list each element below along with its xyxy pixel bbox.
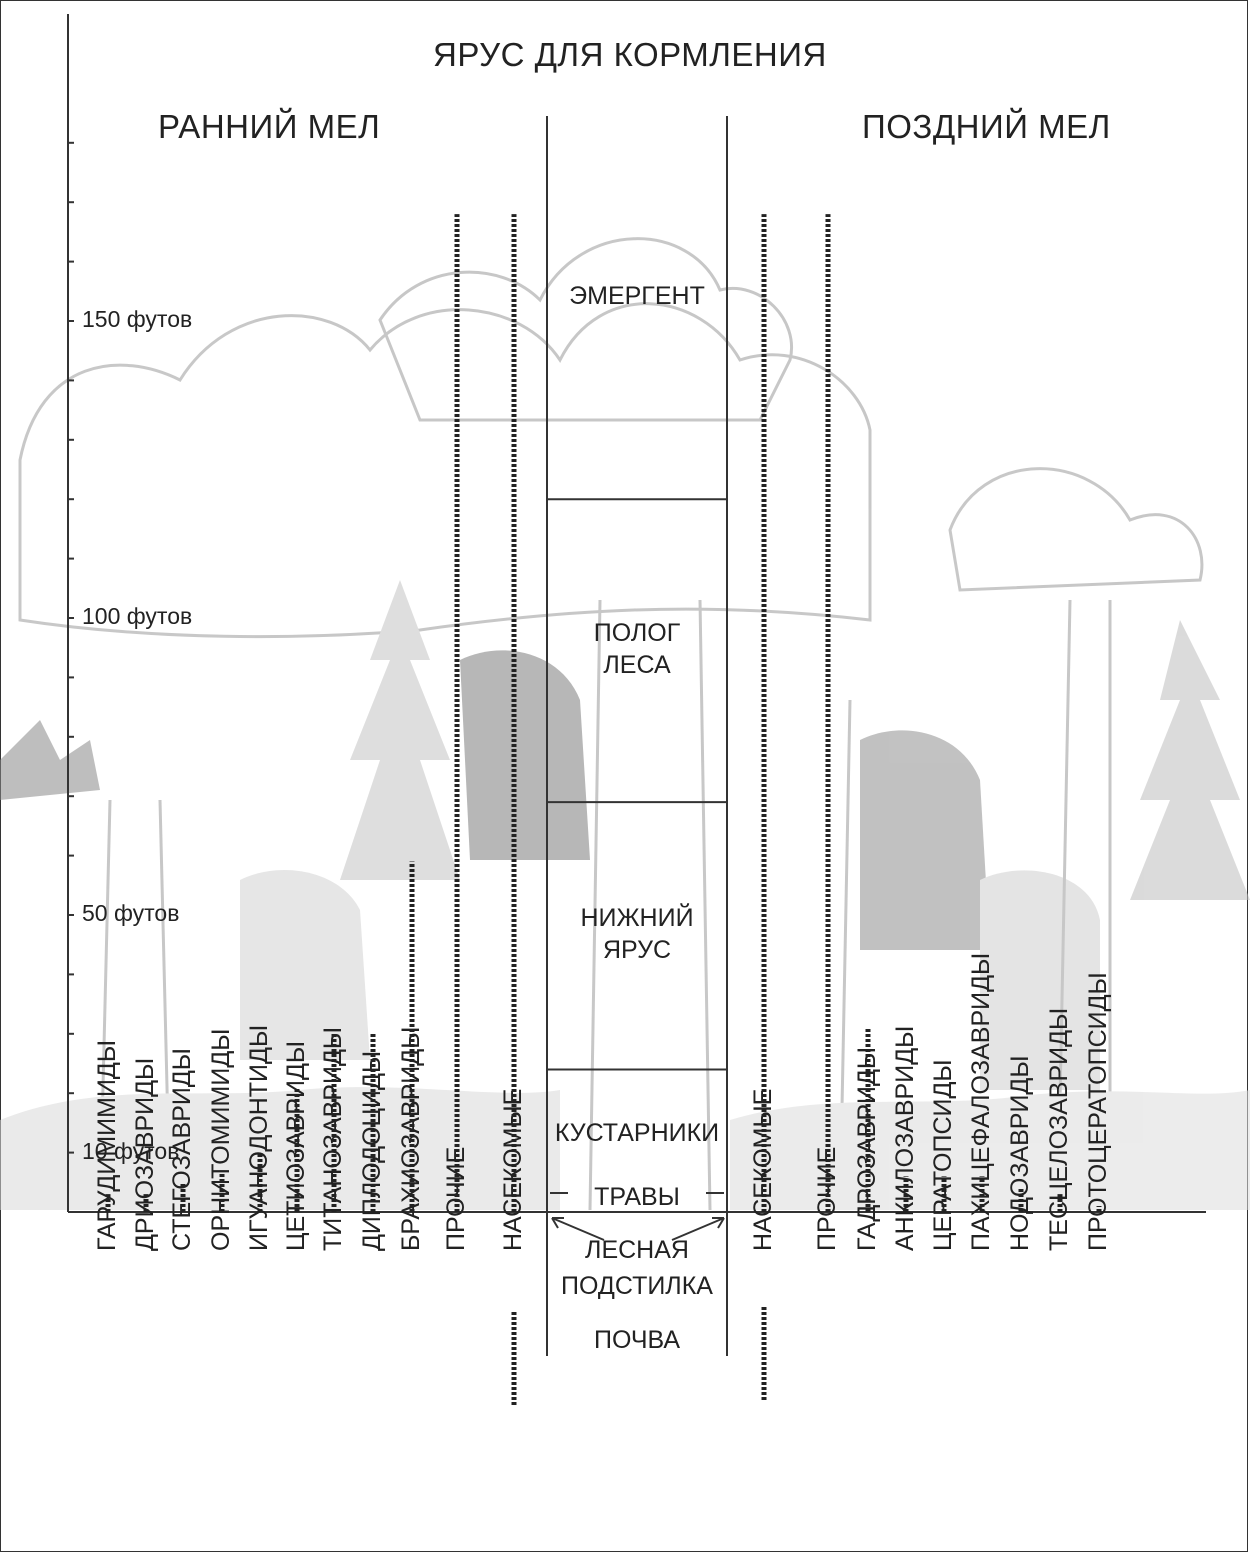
category-label: ИГУАНОДОНТИДЫ	[245, 1024, 273, 1251]
early-cretaceous-label: РАННИЙ МЕЛ	[158, 108, 381, 145]
layer-label: ЭМЕРГЕНТ	[569, 282, 705, 310]
y-tick-label: 10 футов	[82, 1137, 180, 1164]
category-label: ЦЕТИОЗАВРИДЫ	[282, 1040, 310, 1251]
below-ground-label: ПОЧВА	[593, 1326, 681, 1354]
y-tick-label: 50 футов	[82, 900, 180, 926]
layer-label: ТРАВЫ	[594, 1183, 680, 1211]
late-cretaceous-label: ПОЗДНИЙ МЕЛ	[862, 108, 1111, 145]
forest-floor-arrow-left	[551, 1217, 605, 1241]
layer-label: ПОЛОГ ЛЕСА	[593, 618, 681, 680]
category-label: НОДОЗАВРИДЫ	[1006, 1055, 1034, 1251]
chart-title: ЯРУС ДЛЯ КОРМЛЕНИЯ	[433, 36, 827, 73]
category-label: ГАРУДИМИМИДЫ	[93, 1040, 121, 1251]
category-label: НАСЕКОМЫЕ	[749, 1088, 777, 1251]
below-ground-label: ЛЕСНАЯ ПОДСТИЛКА	[561, 1236, 713, 1301]
category-label: ОРНИТОМИМИДЫ	[207, 1028, 235, 1251]
y-tick-label: 150 футов	[82, 306, 193, 332]
category-label: ПРОТОЦЕРАТОПСИДЫ	[1084, 972, 1112, 1251]
layer-label: КУСТАРНИКИ	[554, 1119, 720, 1148]
category-label: ГАДРОЗАВРИДЫ	[853, 1046, 881, 1251]
layer-label: НИЖНИЙ ЯРУС	[580, 903, 694, 965]
y-tick-label: 100 футов	[82, 603, 193, 629]
category-label: ПРОЧИЕ	[442, 1146, 470, 1251]
category-label: НАСЕКОМЫЕ	[499, 1088, 527, 1251]
category-label: ПАХИЦЕФАЛОЗАВРИДЫ	[967, 952, 995, 1251]
category-label: ПРОЧИЕ	[813, 1146, 841, 1251]
forest-floor-arrow-right	[671, 1217, 725, 1241]
category-label: ЦЕРАТОПСИДЫ	[929, 1059, 957, 1251]
forest-background-illustration	[0, 237, 1250, 1211]
category-label: СТЕГОЗАВРИДЫ	[168, 1048, 196, 1251]
category-label: АНКИЛОЗАВРИДЫ	[891, 1025, 919, 1251]
category-label: ДРИОЗАВРИДЫ	[131, 1057, 159, 1251]
category-label: ДИПЛОДОЦИДЫ	[358, 1050, 386, 1251]
category-label: БРАХИОЗАВРИДЫ	[397, 1026, 425, 1251]
category-label: ТЕСЦЕЛОЗАВРИДЫ	[1045, 1007, 1073, 1251]
category-label: ТИТАНОЗАВРИДЫ	[319, 1026, 347, 1251]
